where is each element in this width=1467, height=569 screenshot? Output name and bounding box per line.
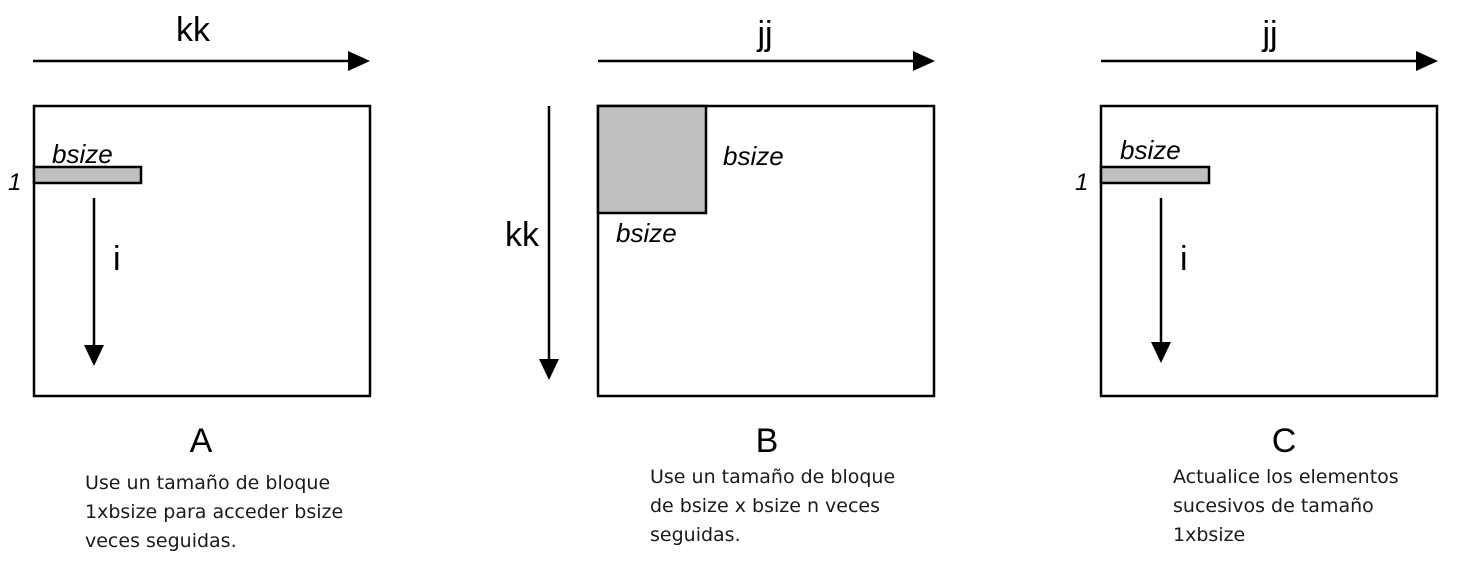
panel-a-description-line-2: 1xbsize para acceder bsize: [85, 501, 344, 523]
panel-c-top-arrow: [1101, 51, 1438, 71]
panel-b: jj kk bsize bsize B: [505, 15, 936, 460]
panel-a-axis-down-label: i: [113, 240, 121, 278]
panel-c-letter: C: [1272, 422, 1297, 460]
panel-a-block-row: [32, 165, 143, 185]
panel-a-letter: A: [190, 422, 213, 460]
panel-c-down-arrow: [1151, 198, 1171, 363]
panel-b-axis-top-label: jj: [756, 15, 772, 53]
panel-c-description-line-1: Actualice los elementos: [1173, 466, 1399, 488]
panel-b-axis-left-label: kk: [505, 216, 540, 254]
panel-b-matrix: [596, 104, 936, 398]
panel-b-block-square: [596, 104, 708, 215]
panel-c-axis-top-label: jj: [1261, 15, 1277, 53]
panel-c-axis-down-label: i: [1180, 240, 1188, 278]
panel-c: jj bsize 1 i C: [1075, 15, 1439, 460]
panel-c-block-row: [1099, 165, 1211, 185]
panel-a: kk bsize 1 i A: [8, 11, 372, 460]
panel-c-description-line-2: sucesivos de tamaño: [1173, 495, 1374, 517]
panel-a-axis-top-label: kk: [176, 11, 211, 49]
panel-a-description-line-1: Use un tamaño de bloque: [85, 472, 331, 494]
panel-b-top-arrow: [598, 51, 935, 71]
panel-a-down-arrow: [84, 198, 104, 366]
panel-c-block-label: bsize: [1120, 135, 1181, 165]
panel-c-description-line-3: 1xbsize: [1173, 524, 1246, 546]
panel-b-block-label-bottom: bsize: [616, 218, 677, 248]
panel-b-left-arrow: [539, 106, 559, 380]
panel-a-top-arrow: [33, 51, 370, 71]
panel-b-block-label-right: bsize: [723, 141, 784, 171]
panel-a-matrix: [32, 104, 372, 398]
panel-a-description: Use un tamaño de bloque 1xbsize para acc…: [85, 469, 343, 556]
panel-c-row-label: 1: [1075, 169, 1088, 196]
panel-b-description-line-3: seguidas.: [650, 524, 741, 546]
panel-c-description: Actualice los elementos sucesivos de tam…: [1173, 463, 1399, 550]
panel-c-matrix: [1099, 104, 1439, 398]
panel-a-row-label: 1: [8, 169, 21, 196]
panel-b-description-line-2: de bsize x bsize n veces: [650, 495, 881, 517]
panel-a-description-line-3: veces seguidas.: [85, 530, 237, 552]
panel-a-block-label: bsize: [52, 139, 113, 169]
panel-b-letter: B: [756, 422, 779, 460]
panel-b-description-line-1: Use un tamaño de bloque: [650, 466, 896, 488]
panel-b-description: Use un tamaño de bloque de bsize x bsize…: [650, 463, 895, 550]
